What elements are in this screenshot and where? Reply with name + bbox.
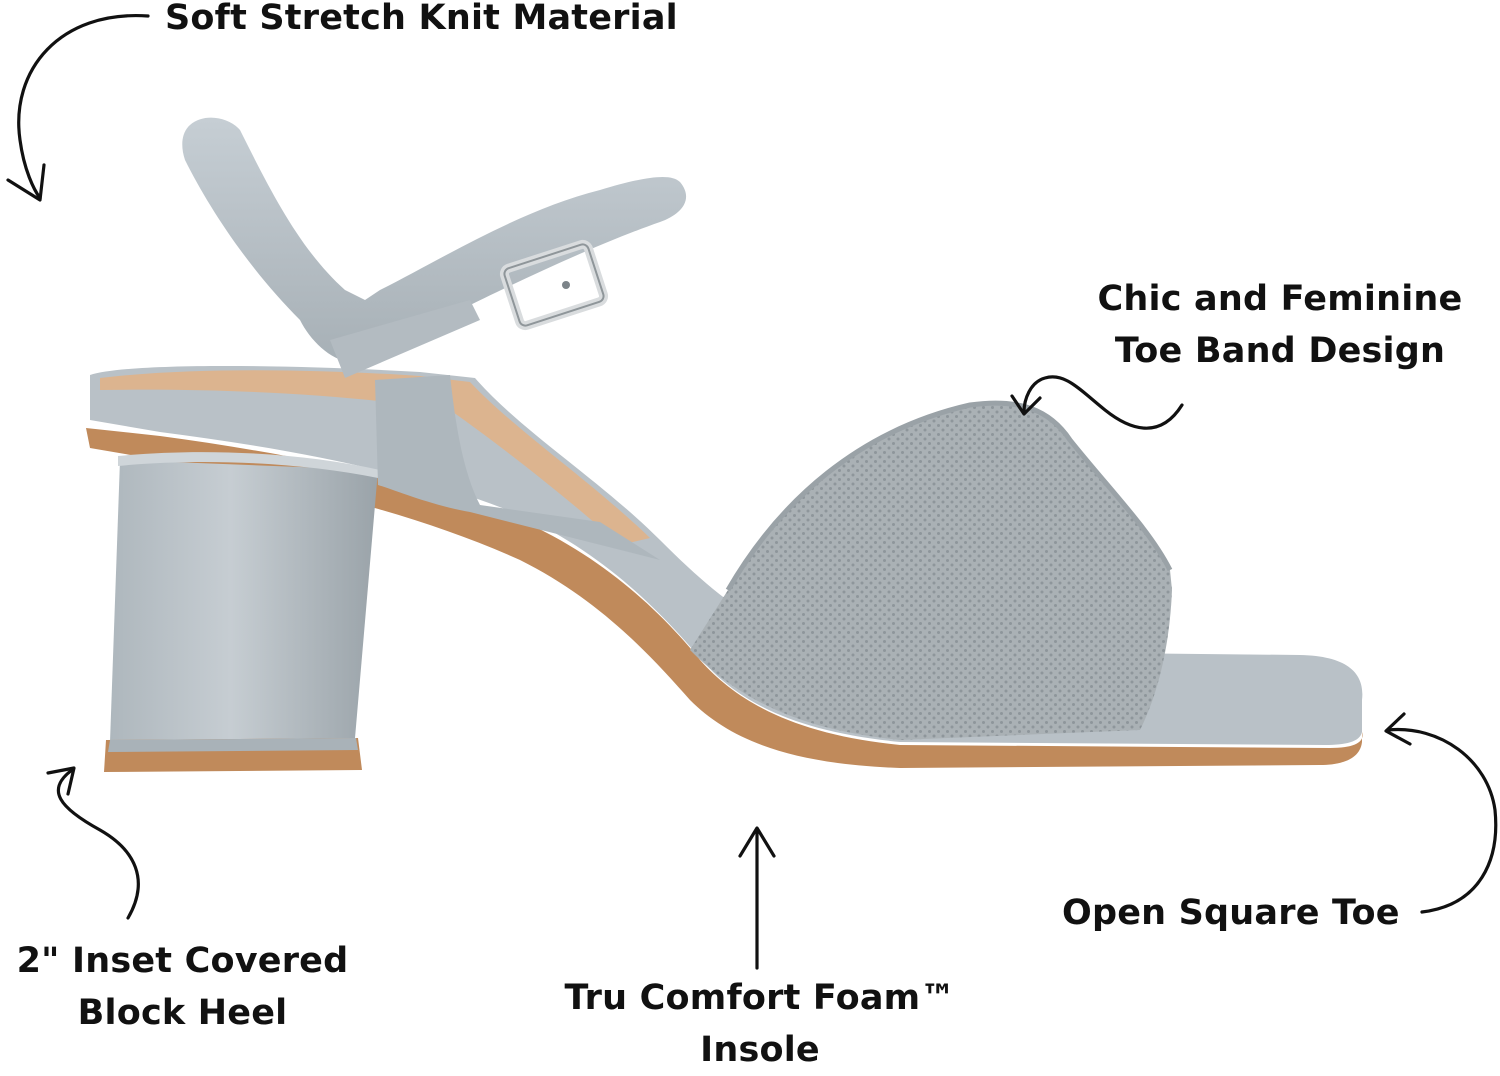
annotation-text-line: Toe Band Design [1114,331,1446,371]
ankle-strap [182,117,687,362]
annotation-heel: 2" Inset Covered Block Heel [0,935,365,1039]
annotation-text-line: 2" Inset Covered [16,941,349,981]
curved-arrow-icon [17,14,150,200]
curved-arrow-icon [1386,727,1498,914]
annotation-foam-insole: Tru Comfort Foam™ Insole [540,972,980,1076]
curved-arrow-icon [56,768,140,920]
annotation-toe-band: Chic and Feminine Toe Band Design [1060,273,1500,377]
curved-arrow-icon [1022,375,1184,430]
insole-lining [100,370,650,545]
annotation-text-line: Block Heel [77,993,288,1033]
annotation-text-line: Insole [700,1030,820,1070]
block-heel [110,460,378,742]
heel-counter [375,375,660,560]
knit-toe-band [690,403,1172,740]
annotation-text-line: Chic and Feminine [1097,279,1463,319]
annotation-text: Open Square Toe [1062,893,1400,933]
annotation-text: Soft Stretch Knit Material [165,0,678,38]
annotation-text-line: Tru Comfort Foam™ [564,978,956,1018]
annotation-knit-material: Soft Stretch Knit Material [165,0,678,44]
outsole-edge [86,428,1363,768]
annotation-square-toe: Open Square Toe [1062,887,1400,939]
